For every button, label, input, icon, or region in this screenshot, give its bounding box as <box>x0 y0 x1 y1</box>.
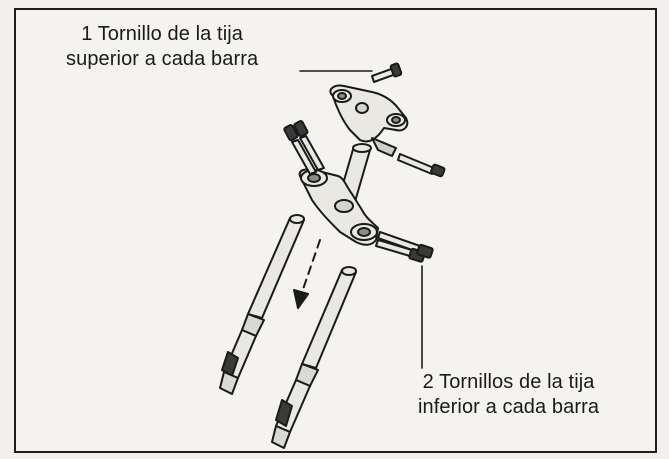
lower-triple-clamp <box>298 168 379 246</box>
callout-lower-clamp-bolts: 2 Tornillos de la tija inferior a cada b… <box>418 370 599 420</box>
callout-2-line-2: inferior a cada barra <box>418 396 600 418</box>
fork-leg-right <box>271 266 357 449</box>
lower-clamp-bolts-right <box>375 231 434 263</box>
fork-leg-left <box>219 214 305 395</box>
upper-clamp-bolt-top <box>371 62 403 83</box>
callout-1-line-2: superior a cada barra <box>66 48 259 70</box>
diagram-frame <box>14 8 657 453</box>
callout-upper-clamp-bolt: 1 Tornillo de la tija superior a cada ba… <box>66 22 258 72</box>
callout-1-line-1: 1 Tornillo de la tija <box>81 23 244 45</box>
lower-clamp-bolts-left <box>283 120 325 175</box>
upper-triple-clamp <box>329 84 409 157</box>
upper-clamp-bolt-side <box>397 153 446 178</box>
callout-2-line-1: 2 Tornillos de la tija <box>422 371 595 393</box>
removal-direction-arrow <box>293 239 321 309</box>
